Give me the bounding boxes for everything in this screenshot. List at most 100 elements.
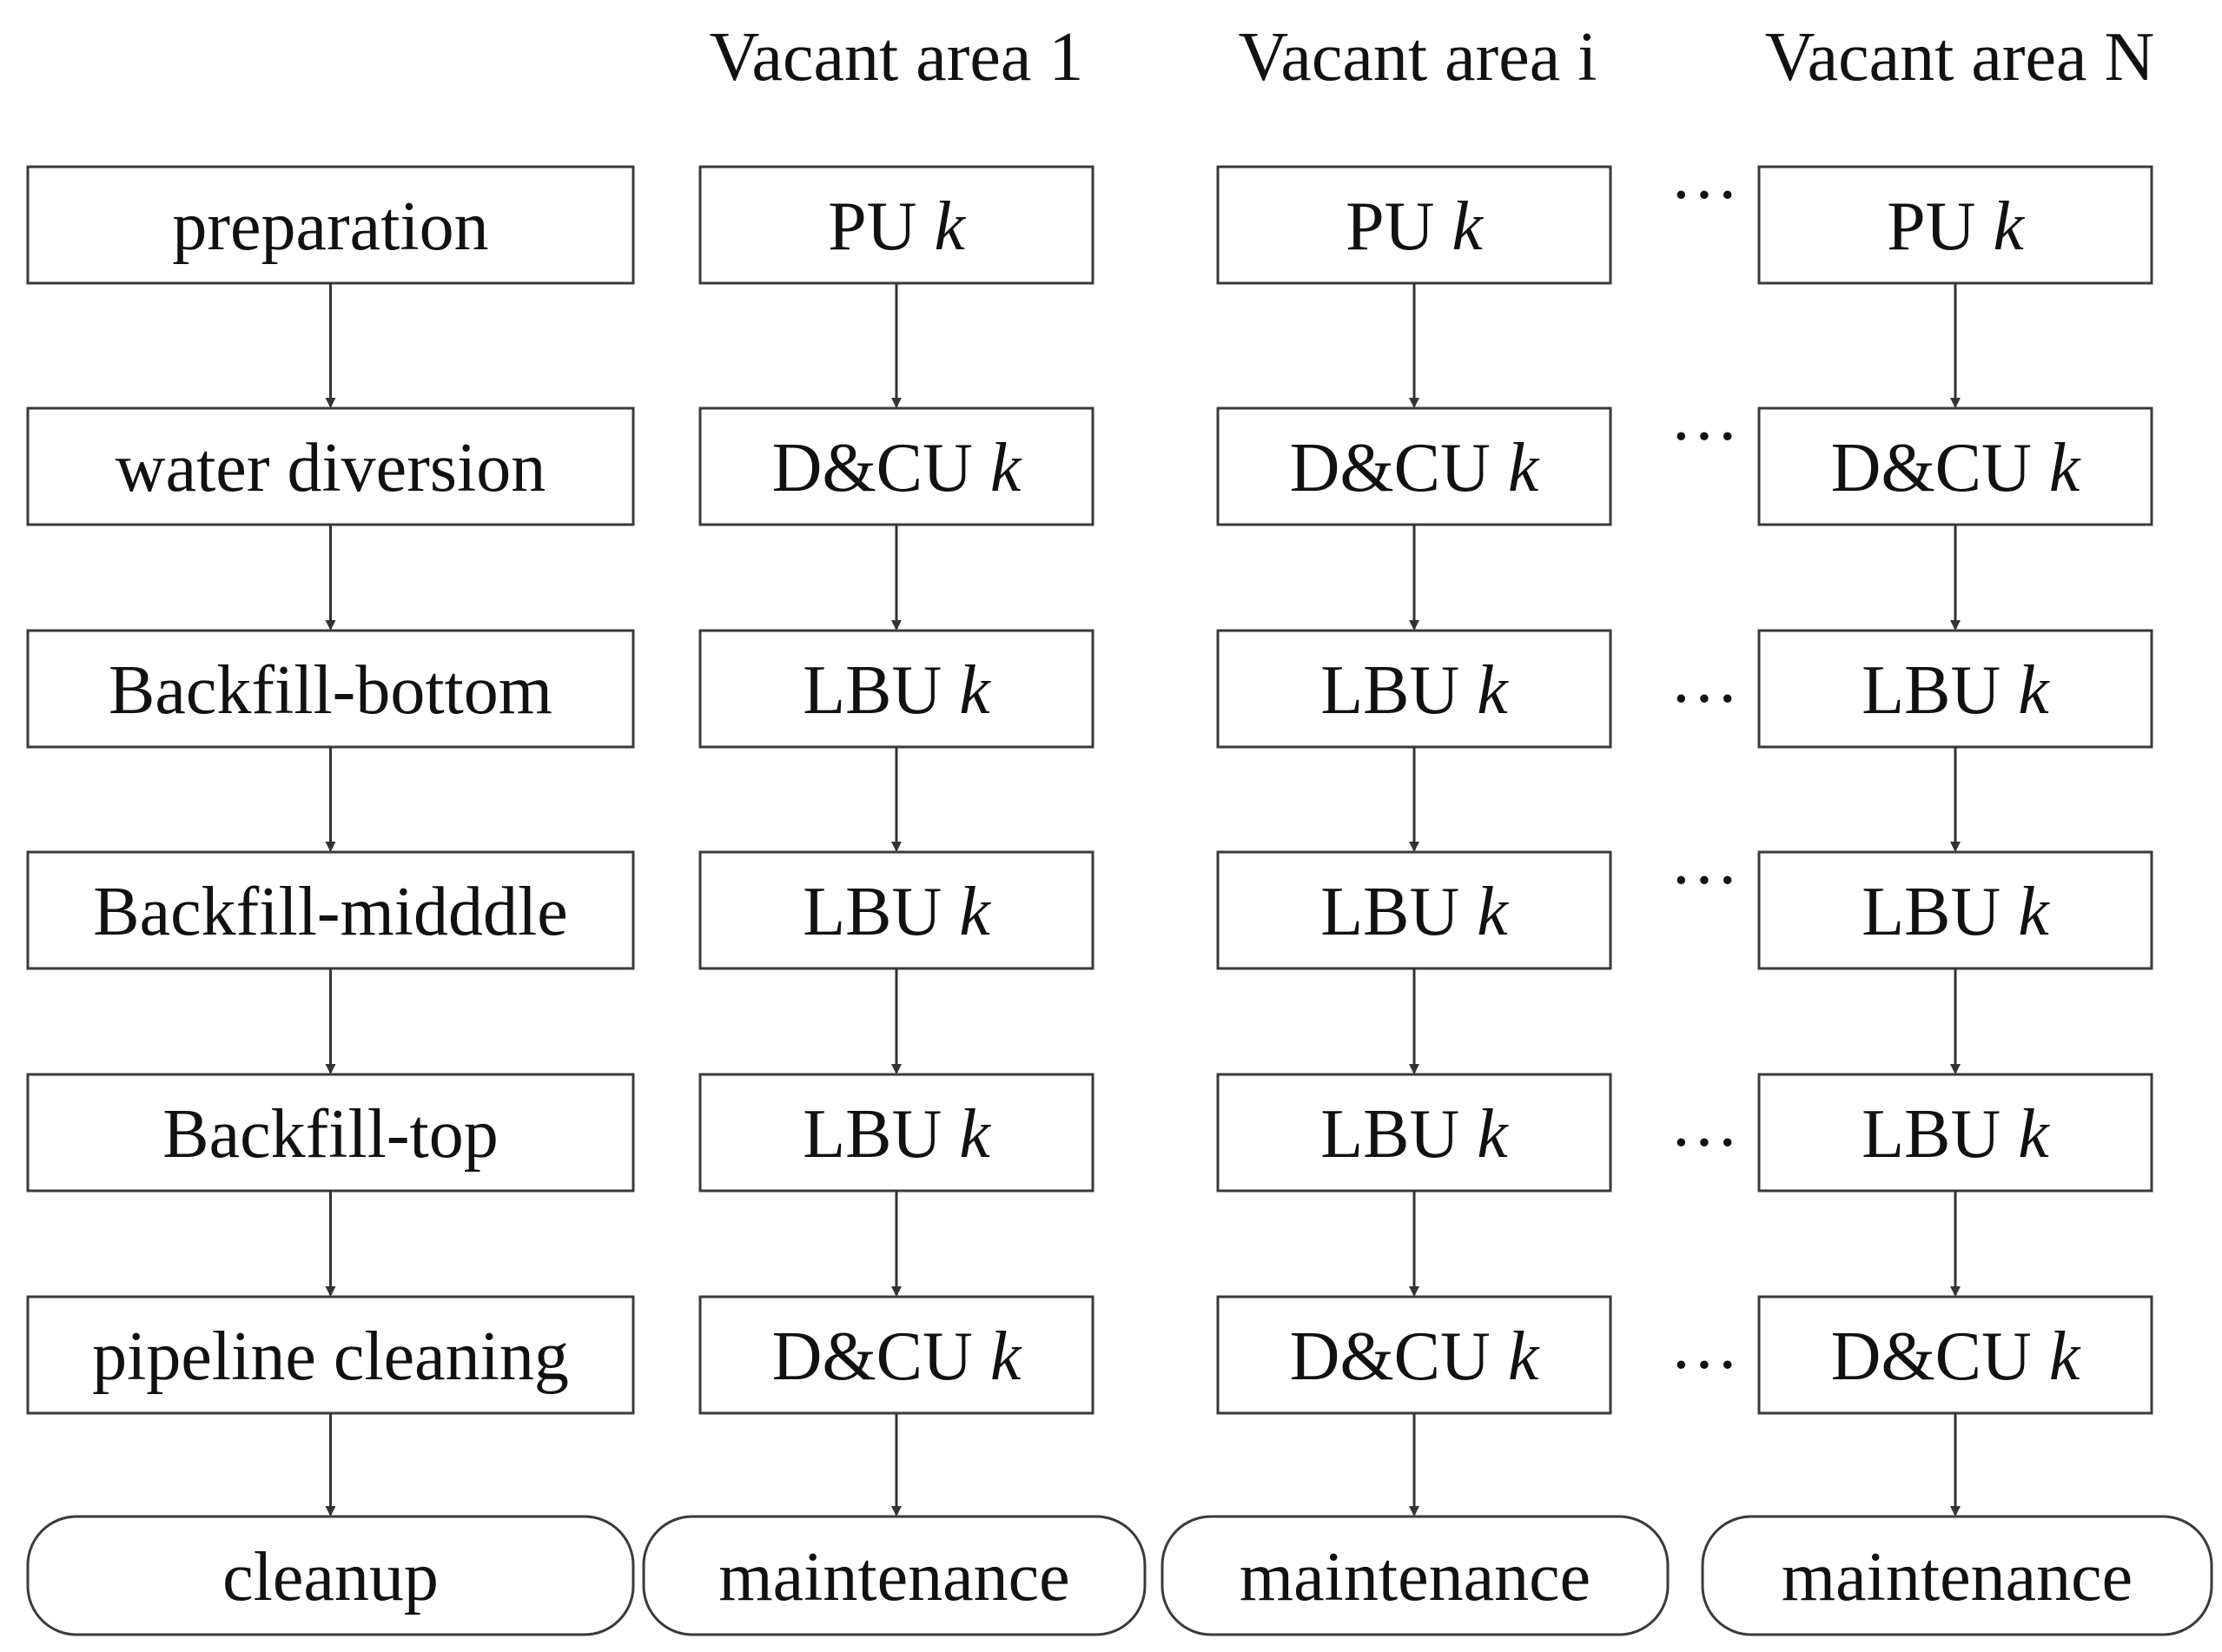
process-step-water-diversion: water diversion: [26, 406, 635, 526]
ellipsis: ···: [1670, 1105, 1739, 1181]
unit-label: LBU k: [803, 874, 991, 950]
unit-variable: k: [990, 1318, 1022, 1395]
unit-label: PU k: [1346, 188, 1484, 265]
ellipsis: ···: [1670, 1327, 1739, 1404]
unit-box: [698, 629, 1094, 749]
unit-lbu: LBU k: [698, 850, 1094, 970]
process-step-backfill-bottom: Backfill-bottom: [26, 629, 635, 749]
maintenance-box: [642, 1515, 1147, 1636]
unit-variable: k: [934, 188, 966, 265]
unit-variable: k: [2049, 1318, 2081, 1395]
process-step-box: [26, 1073, 635, 1193]
unit-name: PU: [1887, 188, 1993, 265]
process-step-backfill-midddle: Backfill-midddle: [26, 850, 635, 970]
unit-box: [1216, 165, 1612, 285]
unit-variable: k: [2049, 430, 2081, 506]
unit-name: LBU: [803, 874, 959, 950]
unit-box: [698, 165, 1094, 285]
process-step-backfill-top: Backfill-top: [26, 1073, 635, 1193]
unit-name: D&CU: [1290, 430, 1508, 506]
unit-variable: k: [2018, 874, 2050, 950]
unit-name: LBU: [1862, 874, 2018, 950]
unit-box: [1757, 1295, 2153, 1415]
unit-label: PU k: [828, 188, 966, 265]
unit-box: [1757, 165, 2153, 285]
process-column: preparation water diversionBackfill-botto…: [26, 165, 635, 1636]
ellipsis: ···: [1670, 843, 1739, 919]
ellipsis: ···: [1670, 661, 1739, 737]
unit-pu: PU k: [1216, 165, 1612, 285]
unit-variable: k: [1477, 1096, 1509, 1173]
process-step-pipeline-cleaning: pipeline cleaning: [26, 1295, 635, 1415]
process-step-label: preparation: [172, 188, 488, 265]
unit-name: PU: [1346, 188, 1452, 265]
process-step-label: Backfill-midddle: [93, 874, 568, 950]
unit-lbu: LBU k: [1216, 1073, 1612, 1193]
unit-box: [698, 850, 1094, 970]
ellipsis: ···: [1670, 157, 1739, 234]
unit-variable: k: [1477, 652, 1509, 729]
unit-label: LBU k: [1862, 1096, 2050, 1173]
unit-variable: k: [1993, 188, 2025, 265]
unit-box: [1757, 406, 2153, 526]
unit-name: LBU: [1320, 874, 1477, 950]
unit-label: LBU k: [1320, 1096, 1509, 1173]
process-step-preparation: preparation: [26, 165, 635, 285]
unit-variable: k: [2018, 652, 2050, 729]
unit-name: D&CU: [772, 430, 990, 506]
unit-box: [1216, 1295, 1612, 1415]
unit-variable: k: [2018, 1096, 2050, 1173]
process-step-label: Backfill-bottom: [109, 652, 552, 729]
unit-name: LBU: [803, 1096, 959, 1173]
unit-name: PU: [828, 188, 934, 265]
process-step-label: water diversion: [116, 430, 546, 506]
unit-dandcu: D&CU k: [1216, 406, 1612, 526]
unit-box: [1757, 850, 2153, 970]
maintenance-label: maintenance: [1240, 1539, 1590, 1616]
unit-name: LBU: [1862, 652, 2018, 729]
process-step-label: Backfill-top: [162, 1096, 499, 1173]
unit-variable: k: [990, 430, 1022, 506]
unit-lbu: LBU k: [698, 629, 1094, 749]
process-step-box: [26, 1295, 635, 1415]
process-step-cleanup: cleanup: [26, 1515, 635, 1636]
process-step-box: [26, 1515, 635, 1636]
process-step-box: [26, 165, 635, 285]
unit-label: D&CU k: [772, 1318, 1022, 1395]
unit-variable: k: [1508, 1318, 1540, 1395]
unit-box: [1757, 1073, 2153, 1193]
maintenance-box: [1701, 1515, 2213, 1636]
unit-label: D&CU k: [1831, 430, 2081, 506]
unit-box: [1216, 629, 1612, 749]
unit-dandcu: D&CU k: [698, 406, 1094, 526]
unit-box: [1216, 850, 1612, 970]
unit-variable: k: [959, 652, 991, 729]
unit-label: LBU k: [803, 652, 991, 729]
unit-dandcu: D&CU k: [1757, 1295, 2153, 1415]
unit-label: D&CU k: [1290, 1318, 1540, 1395]
unit-pu: PU k: [698, 165, 1094, 285]
unit-lbu: LBU k: [1216, 629, 1612, 749]
process-step-box: [26, 629, 635, 749]
unit-name: LBU: [803, 652, 959, 729]
unit-label: LBU k: [1862, 652, 2050, 729]
unit-lbu: LBU k: [1757, 850, 2153, 970]
ellipsis: ···: [1670, 399, 1739, 475]
process-step-label: cleanup: [222, 1539, 439, 1616]
column-header-area-i: Vacant area i: [1238, 19, 1597, 96]
unit-dandcu: D&CU k: [698, 1295, 1094, 1415]
unit-label: D&CU k: [772, 430, 1022, 506]
unit-dandcu: D&CU k: [1757, 406, 2153, 526]
unit-name: D&CU: [772, 1318, 990, 1395]
unit-box: [698, 1073, 1094, 1193]
unit-pu: PU k: [1757, 165, 2153, 285]
unit-box: [1757, 629, 2153, 749]
unit-label: D&CU k: [1831, 1318, 2081, 1395]
maintenance-step: maintenance: [1161, 1515, 1670, 1636]
unit-lbu: LBU k: [1216, 850, 1612, 970]
unit-label: LBU k: [1320, 874, 1509, 950]
